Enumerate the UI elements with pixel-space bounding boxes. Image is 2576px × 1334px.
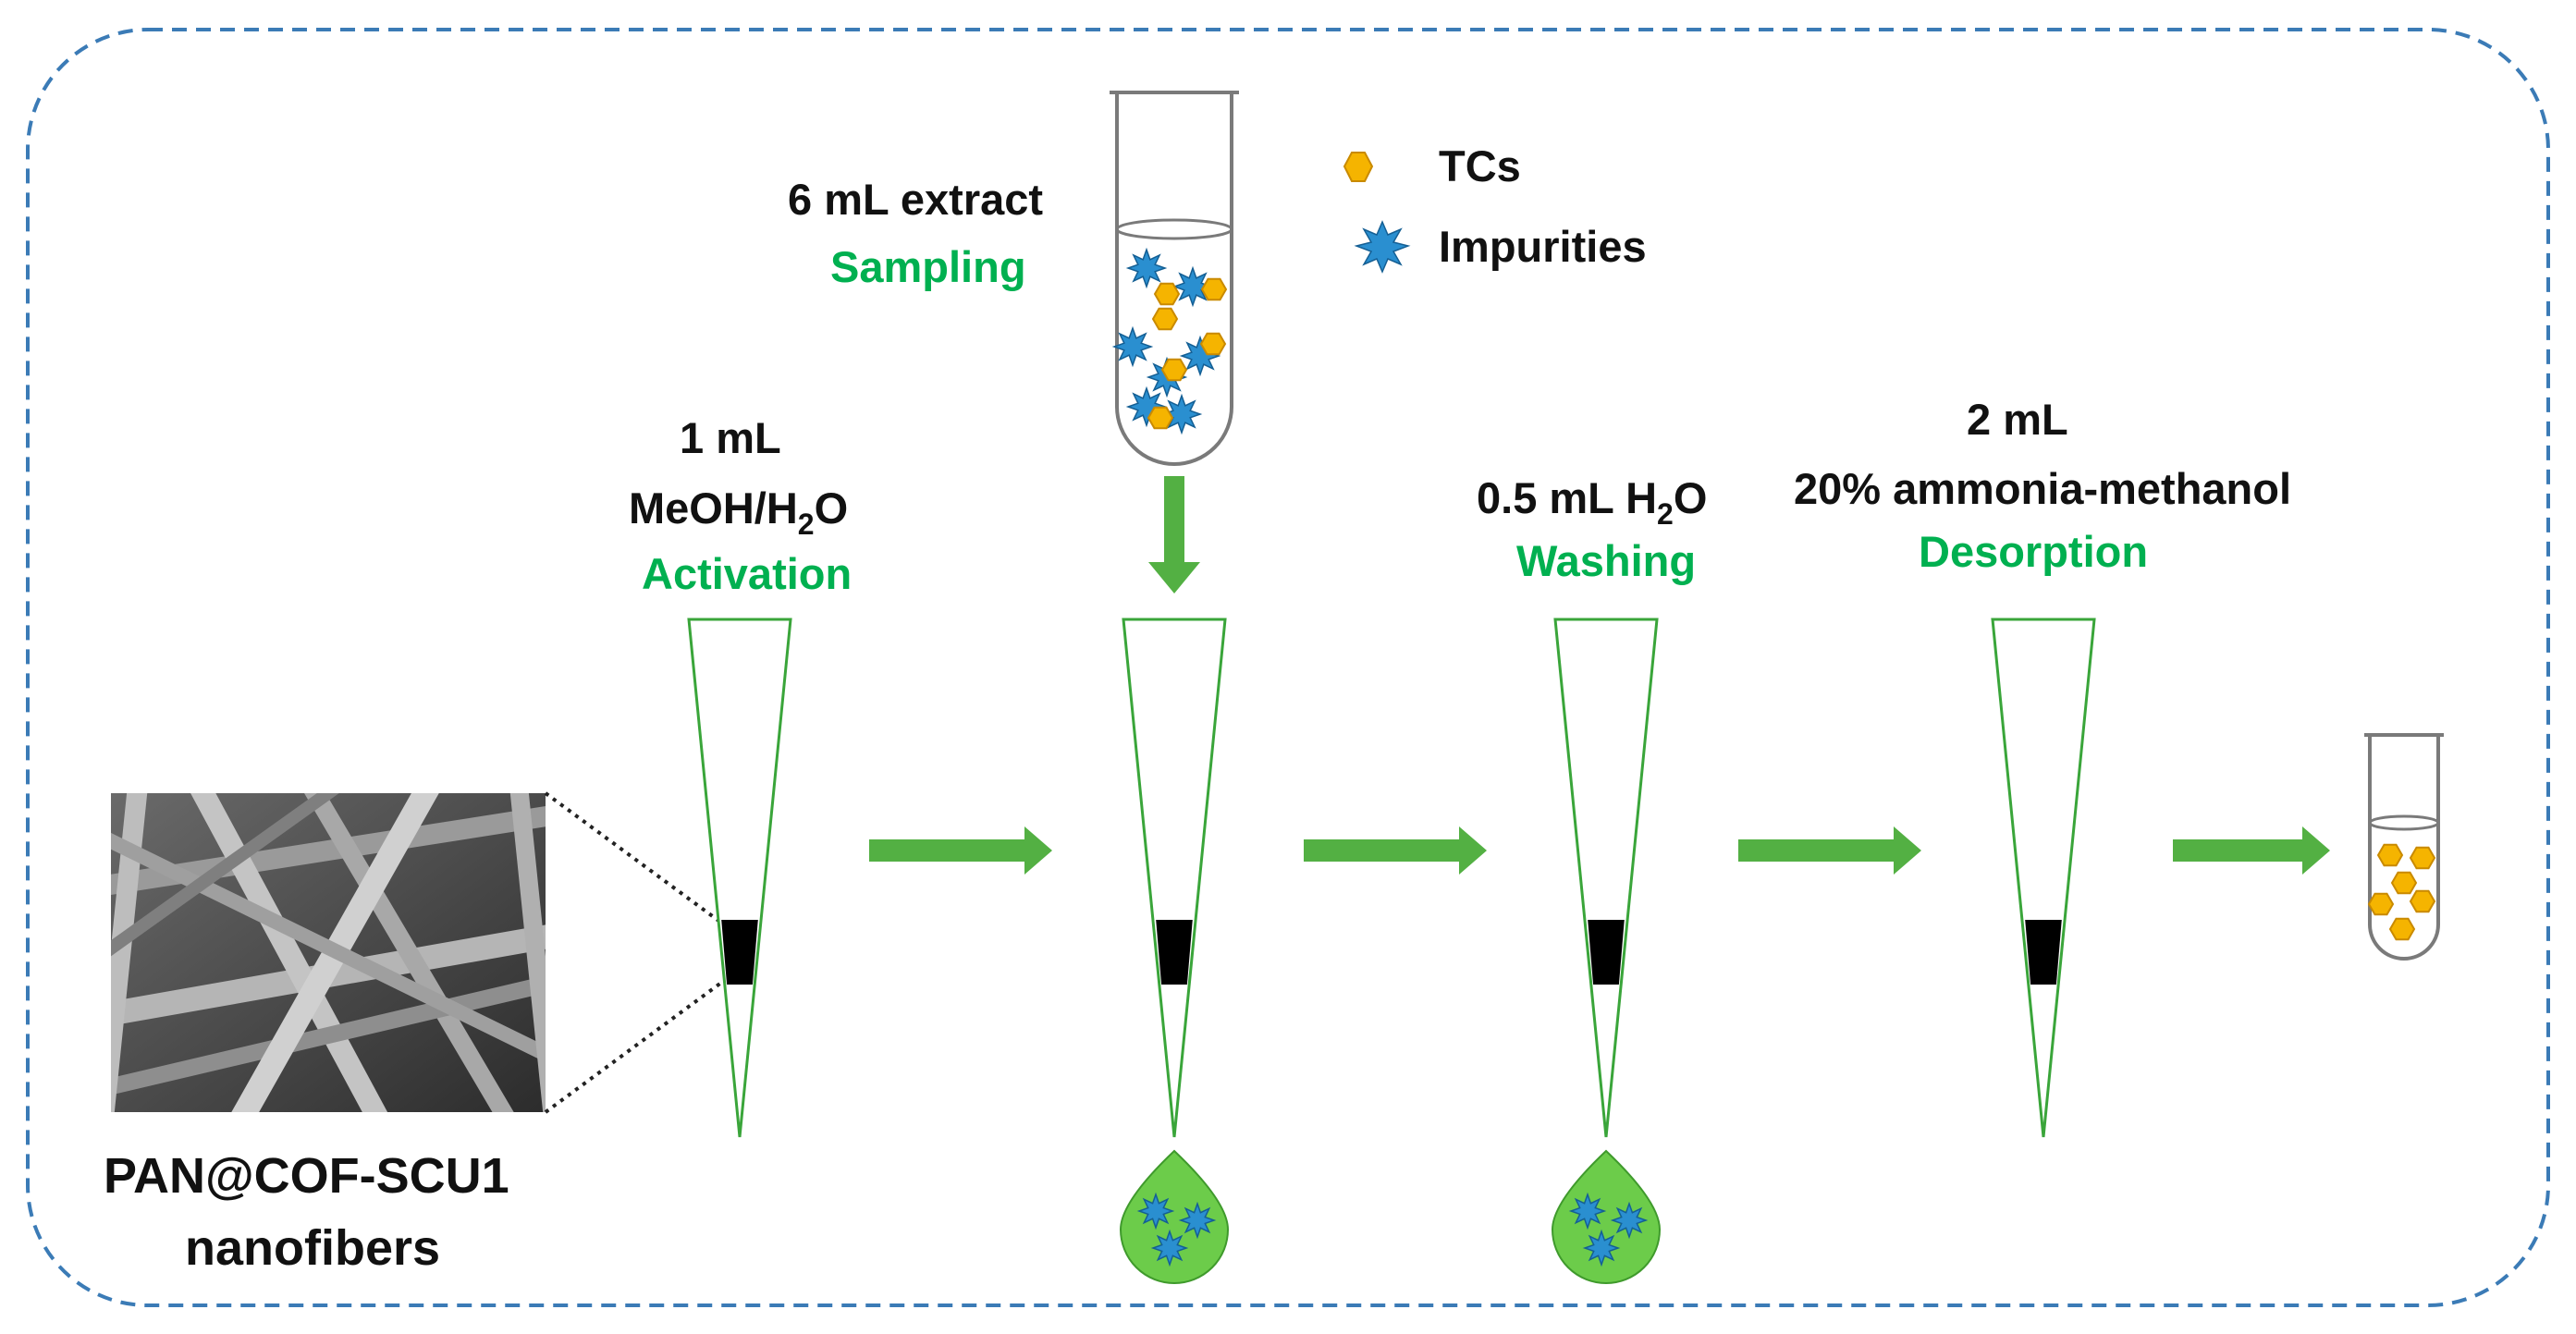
activation-solvent-tail: O: [815, 483, 849, 532]
tc-hexagon-icon: [1153, 282, 1181, 306]
process-arrow-3: [1738, 826, 1921, 875]
down-arrow: [1148, 476, 1200, 594]
pipette-tip-4: [1991, 618, 2096, 1138]
sampling-step-label: Sampling: [830, 242, 1026, 291]
pipette-tip-1: [687, 618, 792, 1138]
tc-hexagon-icon: [1147, 406, 1174, 430]
impurity-starburst-icon: [1178, 1201, 1217, 1240]
sorbent-band: [1588, 920, 1625, 985]
washing-amount-label: 0.5 mL H2O: [1477, 473, 1707, 531]
desorption-amount-label: 2 mL: [1967, 395, 2068, 444]
activation-step-label: Activation: [642, 549, 852, 598]
desorption-step-label: Desorption: [1919, 527, 2148, 576]
washing-amount-tail: O: [1674, 473, 1708, 522]
zoom-line-top: [544, 791, 723, 924]
droplet-shape: [1119, 1149, 1230, 1284]
sorbent-band: [721, 920, 758, 985]
washing-step-label: Washing: [1516, 536, 1696, 585]
impurity-starburst-icon: [1111, 325, 1154, 368]
tc-hexagon-icon: [2388, 917, 2416, 941]
hexagon-icon: [1343, 152, 1374, 182]
waste-droplet-2: [1551, 1149, 1662, 1284]
sorbent-band: [1156, 920, 1193, 985]
pipette-tip-outline: [1122, 618, 1227, 1138]
material-form-label: nanofibers: [185, 1220, 440, 1276]
washing-amount-sub: 2: [1657, 497, 1674, 531]
activation-solvent-label: MeOH/H2O: [629, 483, 848, 541]
desorption-solvent-label: 20% ammonia-methanol: [1794, 464, 2291, 513]
collection-vial: [2364, 733, 2444, 961]
sample-tube: [1110, 91, 1239, 466]
tc-hexagon-icon: [2409, 846, 2436, 870]
activation-solvent-sub: 2: [798, 508, 815, 541]
pipette-tip-outline: [1553, 618, 1659, 1138]
waste-droplet-1: [1119, 1149, 1230, 1284]
impurity-starburst-icon: [1582, 1229, 1621, 1267]
legend: TCs Impurities: [1343, 141, 1647, 274]
impurity-starburst-icon: [1568, 1192, 1607, 1230]
legend-tcs-label: TCs: [1439, 141, 1521, 190]
tc-hexagon-icon: [2409, 889, 2436, 913]
tc-hexagon-icon: [1200, 277, 1228, 301]
pipette-tip-2: [1122, 618, 1227, 1138]
washing-amount-main: 0.5 mL H: [1477, 473, 1657, 522]
pipette-tip-outline: [687, 618, 792, 1138]
process-arrow-2: [1304, 826, 1487, 875]
activation-solvent-main: MeOH/H: [629, 483, 798, 532]
material-name-label: PAN@COF-SCU1: [104, 1148, 509, 1204]
tc-hexagon-icon: [1199, 332, 1227, 356]
starburst-icon: [1354, 220, 1411, 274]
sem-nanofiber-image: [111, 793, 546, 1112]
tc-hexagon-icon: [2390, 871, 2418, 895]
process-arrow-4: [2173, 826, 2330, 875]
impurity-starburst-icon: [1150, 1229, 1189, 1267]
tc-hexagon-icon: [1151, 307, 1179, 331]
process-arrow-1: [869, 826, 1052, 875]
impurity-starburst-icon: [1136, 1192, 1175, 1230]
droplet-shape: [1551, 1149, 1662, 1284]
activation-amount-label: 1 mL: [680, 413, 781, 462]
sorbent-band: [2025, 920, 2062, 985]
sampling-amount-label: 6 mL extract: [788, 175, 1043, 224]
pipette-tip-outline: [1991, 618, 2096, 1138]
tc-hexagon-icon: [1160, 358, 1188, 382]
impurity-starburst-icon: [1125, 247, 1168, 289]
legend-impurities-label: Impurities: [1439, 222, 1647, 271]
tc-hexagon-icon: [2376, 843, 2404, 867]
impurity-starburst-icon: [1610, 1201, 1649, 1240]
dashed-frame: [26, 28, 2550, 1307]
tc-hexagon-icon: [2367, 892, 2395, 916]
zoom-line-bottom: [544, 981, 723, 1114]
pipette-tip-3: [1553, 618, 1659, 1138]
